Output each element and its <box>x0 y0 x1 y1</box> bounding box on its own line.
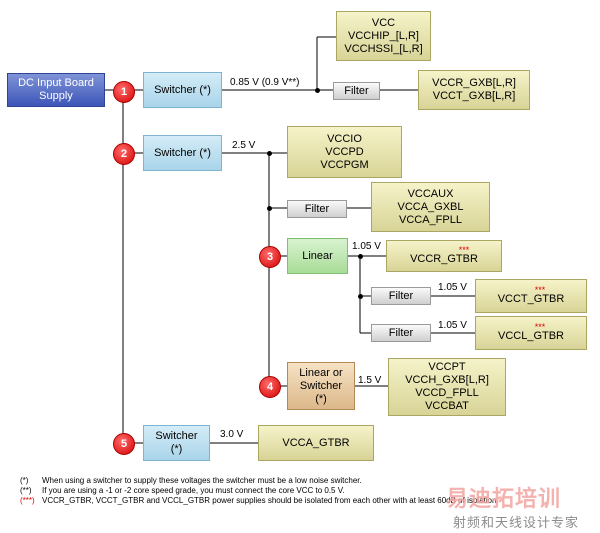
footnote-text: If you are using a -1 or -2 core speed g… <box>42 486 345 495</box>
switcher-1: Switcher (*) <box>143 72 222 108</box>
rail-name: VCCPGM <box>320 158 369 171</box>
badge-2: 2 <box>113 143 135 165</box>
source-label: DC Input Board Supply <box>18 77 94 102</box>
dc-input-board-supply: DC Input Board Supply <box>7 73 105 107</box>
rail-name: VCCD_FPLL <box>415 387 479 399</box>
switcher-5-label-1: Switcher <box>155 430 198 442</box>
voltage-label: 1.05 V <box>438 282 467 293</box>
footnote-text: VCCR_GTBR, VCCT_GTBR and VCCL_GTBR power… <box>42 496 499 505</box>
badge-5: 5 <box>113 433 135 455</box>
rail-name: VCCR_GXB[L,R] <box>432 77 516 89</box>
switcher-2-label: Switcher (*) <box>154 146 211 159</box>
voltage-label: 0.85 V (0.9 V**) <box>230 77 300 88</box>
linsw-label-1: Linear or <box>299 366 343 379</box>
rail-vccr-gtbr: *** VCCR_GTBR <box>386 240 502 272</box>
rail-vcct-gtbr: *** VCCT_GTBR <box>475 279 587 313</box>
footnote: (**) If you are using a -1 or -2 core sp… <box>20 486 499 496</box>
switcher-1-label: Switcher (*) <box>154 83 211 96</box>
linear-regulator: Linear <box>287 238 348 274</box>
rail-name: VCCHSSI_[L,R] <box>344 42 423 55</box>
filter-2: Filter <box>287 200 347 218</box>
footnote-mark: (*) <box>20 476 29 485</box>
rail-name: VCCL_GTBR <box>497 329 565 342</box>
rail-name: VCCPT <box>428 361 466 373</box>
linear-label: Linear <box>302 249 333 262</box>
junction-dot <box>358 254 363 259</box>
filter-3-label: Filter <box>388 289 414 302</box>
linear-or-switcher: Linear or Switcher (*) <box>287 362 355 410</box>
badge-3: 3 <box>259 246 281 268</box>
rail-vccpt-group: VCCPT VCCH_GXB[L,R] VCCD_FPLL VCCBAT <box>388 358 506 416</box>
badge-1: 1 <box>113 81 135 103</box>
footnotes: (*) When using a switcher to supply thes… <box>20 476 499 506</box>
voltage-label: 1.5 V <box>358 375 382 386</box>
rail-vcca-gtbr: VCCA_GTBR <box>258 425 374 461</box>
rail-name: VCC <box>371 16 396 29</box>
rail-name: VCCH_GXB[L,R] <box>405 374 489 386</box>
rail-name: VCCT_GTBR <box>497 292 565 305</box>
rail-name: VCCA_FPLL <box>399 213 462 226</box>
linsw-label-3: (*) <box>315 392 327 405</box>
voltage-label: 1.05 V <box>352 241 381 252</box>
rail-vcc-group: VCC VCCHIP_[L,R] VCCHSSI_[L,R] <box>336 11 431 61</box>
rail-name: VCCA_GTBR <box>282 436 350 449</box>
watermark-title: 易迪拓培训 <box>446 486 562 511</box>
rail-vccio-group: VCCIO VCCPD VCCPGM <box>287 126 402 178</box>
filter-1: Filter <box>333 82 380 100</box>
isolation-marker: *** <box>534 284 546 295</box>
junction-dot <box>315 88 320 93</box>
rail-name: VCCHIP_[L,R] <box>348 29 419 42</box>
rail-vccl-gtbr: *** VCCL_GTBR <box>475 316 587 350</box>
voltage-label: 3.0 V <box>220 429 244 440</box>
filter-4: Filter <box>371 324 431 342</box>
filter-4-label: Filter <box>388 326 414 339</box>
footnote-text: When using a switcher to supply these vo… <box>42 476 362 485</box>
footnote: (*) When using a switcher to supply thes… <box>20 476 499 486</box>
rail-name: VCCPD <box>325 145 364 158</box>
filter-3: Filter <box>371 287 431 305</box>
linsw-label-2: Switcher <box>299 379 343 392</box>
switcher-2: Switcher (*) <box>143 135 222 171</box>
rail-name: VCCT_GXB[L,R] <box>432 90 516 102</box>
rail-name: VCCBAT <box>425 400 469 412</box>
rail-name: VCCR_GTBR <box>410 252 478 265</box>
voltage-label: 1.05 V <box>438 320 467 331</box>
footnote-mark: (**) <box>20 486 32 495</box>
filter-2-label: Filter <box>304 202 330 215</box>
junction-dot <box>267 206 272 211</box>
switcher-5-label-2: (*) <box>170 443 183 455</box>
rail-vccaux-group: VCCAUX VCCA_GXBL VCCA_FPLL <box>371 182 490 232</box>
footnote-mark: (***) <box>20 496 35 505</box>
badge-4: 4 <box>259 376 281 398</box>
junction-dot <box>358 294 363 299</box>
rail-vccr-vcct-gxb: VCCR_GXB[L,R] VCCT_GXB[L,R] <box>418 70 530 110</box>
junction-dot <box>267 151 272 156</box>
watermark-subtitle: 射频和天线设计专家 <box>453 515 580 530</box>
switcher-5: Switcher (*) <box>143 425 210 461</box>
rail-name: VCCAUX <box>407 187 454 200</box>
voltage-label: 2.5 V <box>232 140 256 151</box>
footnote: (***) VCCR_GTBR, VCCT_GTBR and VCCL_GTBR… <box>20 496 499 506</box>
rail-name: VCCA_GXBL <box>397 200 464 213</box>
isolation-marker: *** <box>458 244 470 255</box>
filter-1-label: Filter <box>344 84 369 97</box>
rail-name: VCCIO <box>327 132 362 145</box>
isolation-marker: *** <box>534 321 546 332</box>
